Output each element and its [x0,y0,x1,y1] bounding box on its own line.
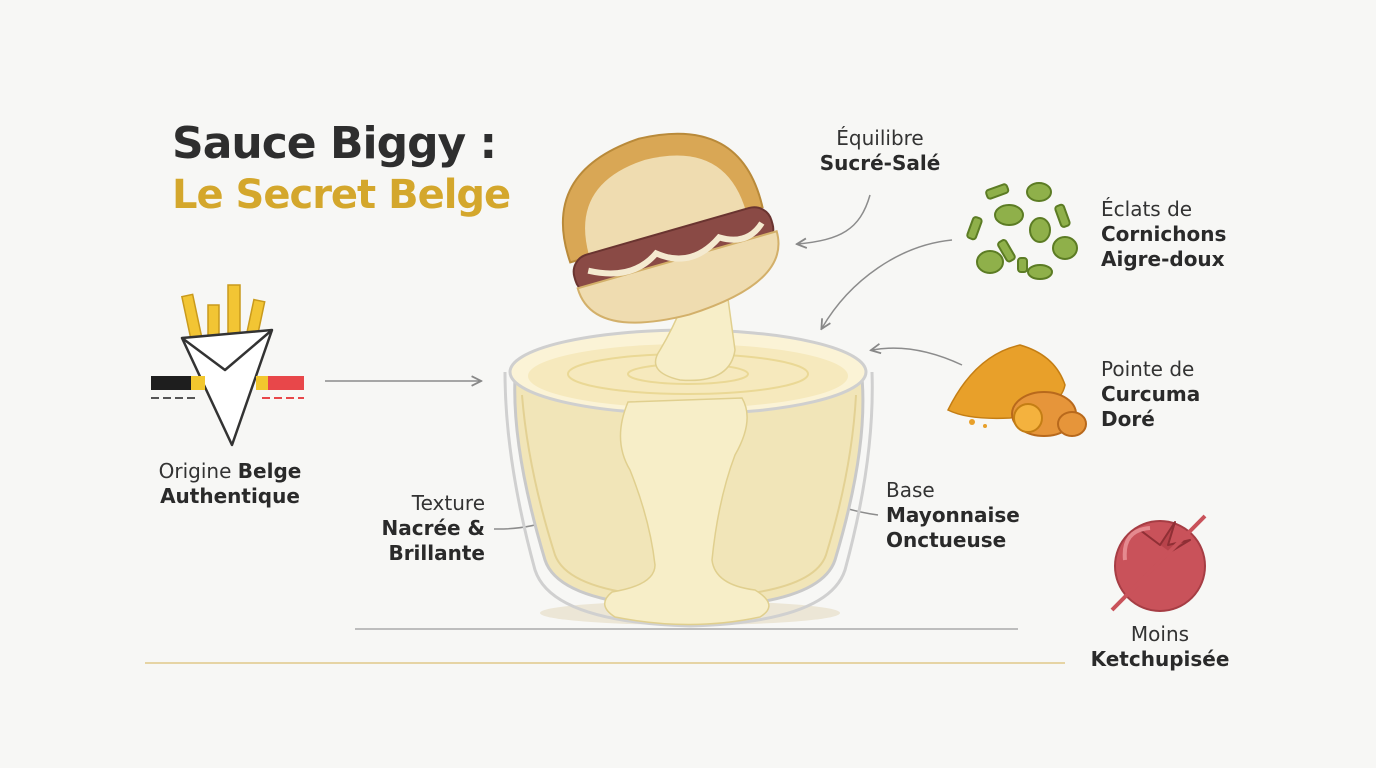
label-origine: Origine Belge Authentique [140,459,320,509]
label-base: Base Mayonnaise Onctueuse [886,478,1020,553]
label-base-light: Base [886,478,935,502]
label-origine-bold-2: Authentique [160,484,300,508]
sauce-bowl-icon [503,239,874,628]
label-texture: Texture Nacrée & Brillante [350,491,486,566]
label-origine-bold-inline: Belge [237,459,302,483]
title-line-2: Le Secret Belge [172,172,511,218]
turmeric-icon [946,344,1087,437]
label-equilibre-bold: Sucré-Salé [819,151,941,175]
label-curcuma: Pointe de Curcuma Doré [1101,357,1200,432]
title-line-1: Sauce Biggy : [172,118,497,169]
label-curcuma-bold-1: Curcuma [1101,382,1201,406]
label-moins: Moins Ketchupisée [1080,622,1240,672]
fries-cone-icon [180,284,274,447]
label-equilibre: Équilibre Sucré-Salé [805,126,955,176]
crossed-tomato-icon [1110,514,1207,612]
label-base-bold-2: Onctueuse [886,528,1007,552]
belgian-flag-icon [151,376,304,399]
label-moins-light: Moins [1130,622,1190,646]
label-origine-line-1: Origine Belge [140,459,320,484]
label-cornichons: Éclats de Cornichons Aigre-doux [1101,197,1226,272]
label-texture-bold-2: Brillante [388,541,485,565]
burger-icon [561,132,780,324]
label-cornichons-light: Éclats de [1101,197,1193,221]
label-origine-light: Origine [158,459,232,483]
label-curcuma-light: Pointe de [1101,357,1195,381]
label-moins-bold: Ketchupisée [1090,647,1230,671]
label-cornichons-bold-2: Aigre-doux [1101,247,1225,271]
label-texture-light: Texture [411,491,485,515]
pickle-chips-icon [966,182,1078,280]
label-texture-bold-1: Nacrée & [381,516,486,540]
label-base-bold-1: Mayonnaise [886,503,1020,527]
label-cornichons-bold-1: Cornichons [1101,222,1227,246]
label-curcuma-bold-2: Doré [1101,407,1155,431]
label-equilibre-light: Équilibre [836,126,924,150]
